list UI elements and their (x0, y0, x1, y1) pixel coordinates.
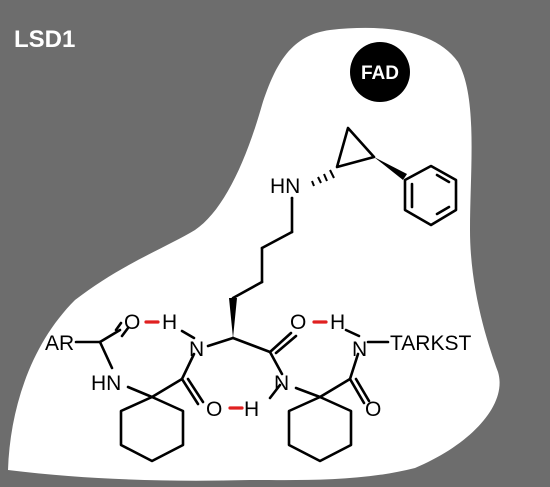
atom-o1: O (124, 311, 140, 334)
atom-o4: O (365, 398, 381, 421)
wedge-bond-alpha (229, 298, 237, 338)
hydrogen-bonds (144, 320, 328, 410)
molecule-bonds (74, 126, 458, 463)
enzyme-title: LSD1 (14, 26, 75, 53)
atom-o2: O (206, 398, 222, 421)
atom-nh1: HN (91, 372, 121, 395)
atom-h2: H (244, 398, 259, 421)
fad-cofactor-circle (350, 42, 410, 102)
atom-o3: O (290, 311, 306, 334)
atom-n-terminal: N (352, 338, 367, 361)
wedge-bond-phenyl (374, 157, 407, 180)
atom-n-right: N (274, 372, 289, 395)
atom-n-mid: N (189, 338, 204, 361)
atom-h1: H (162, 311, 177, 334)
peptide-tail-label: TARKST (390, 332, 471, 355)
atom-nh-amine: HN (270, 175, 300, 198)
hash-bond-amine (311, 169, 335, 187)
atom-h3: H (330, 311, 345, 334)
atom-ar: AR (45, 332, 74, 355)
fad-label: FAD (361, 63, 399, 84)
